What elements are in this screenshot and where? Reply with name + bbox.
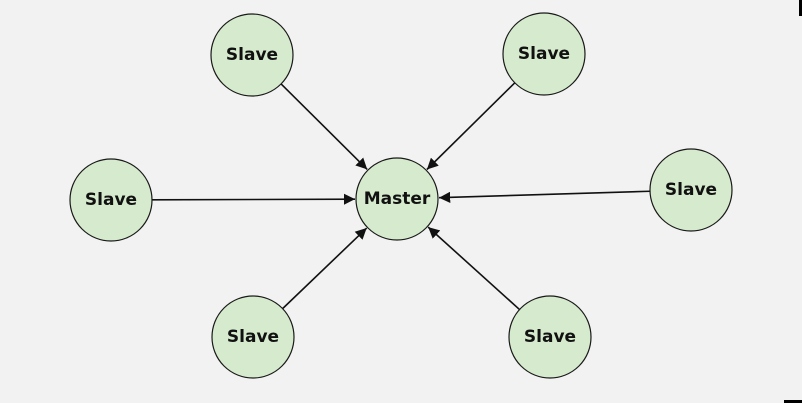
edge-slave-0-to-master: [280, 83, 368, 170]
slave-node-0-circle: [210, 13, 294, 97]
slave-node-4-circle: [211, 295, 295, 379]
slave-node-2-label: Slave: [85, 190, 137, 210]
edge-slave-5-to-master: [427, 226, 521, 311]
slave-node-1: Slave: [502, 12, 586, 96]
slave-node-5-label: Slave: [524, 327, 576, 347]
edge-slave-1-to-master: [426, 82, 516, 171]
slave-node-4: Slave: [211, 295, 295, 379]
slave-node-1-label: Slave: [518, 44, 570, 64]
edge-slave-4-to-master: [282, 227, 368, 310]
slave-node-3-circle: [649, 148, 733, 232]
slave-node-2-circle: [69, 158, 153, 242]
slave-node-5: Slave: [508, 295, 592, 379]
slave-node-2: Slave: [69, 158, 153, 242]
slave-node-0: Slave: [210, 13, 294, 97]
corner-mark-bottom: [784, 400, 802, 403]
slave-node-0-label: Slave: [226, 45, 278, 65]
slave-node-1-circle: [502, 12, 586, 96]
slave-node-3: Slave: [649, 148, 733, 232]
master-node-label: Master: [364, 189, 431, 209]
slave-node-3-label: Slave: [665, 180, 717, 200]
slave-node-4-label: Slave: [227, 327, 279, 347]
edge-slave-3-to-master: [438, 190, 651, 203]
corner-mark-top: [799, 0, 802, 16]
slave-node-5-circle: [508, 295, 592, 379]
edge-slave-2-to-master: [151, 193, 356, 205]
master-node: Master: [355, 157, 439, 241]
master-node-circle: [355, 157, 439, 241]
